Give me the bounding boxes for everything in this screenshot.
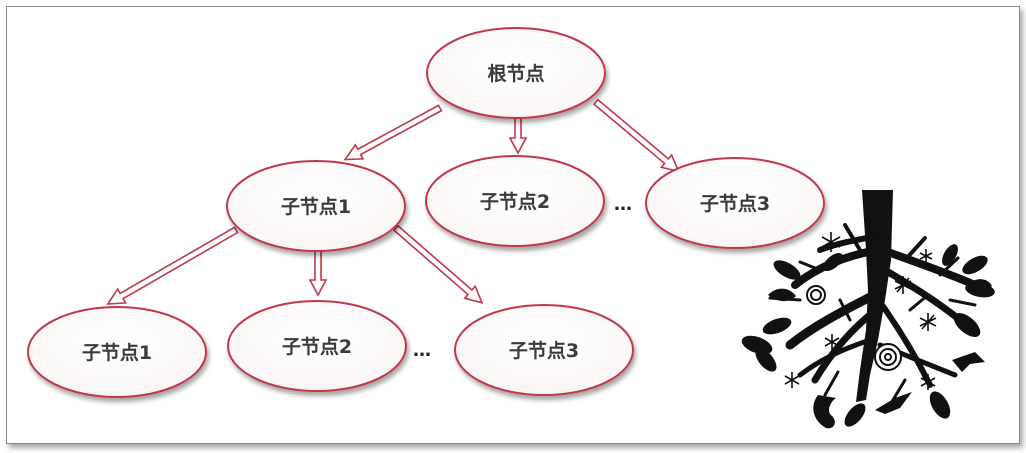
- node-grandchild2-label: 子节点2: [282, 336, 352, 358]
- node-child2: [425, 155, 605, 247]
- node-child3: [645, 157, 825, 249]
- arrow-child1-to-grandchild3: [392, 224, 484, 304]
- ellipsis-level2: …: [413, 340, 431, 361]
- arrow-root-to-child1: [343, 104, 443, 161]
- node-grandchild1-label: 子节点1: [82, 342, 152, 364]
- arrow-root-to-child3: [592, 98, 681, 173]
- arrows: [106, 98, 681, 305]
- node-child1-label: 子节点1: [281, 196, 351, 218]
- node-grandchild3-label: 子节点3: [509, 340, 579, 362]
- arrow-child1-to-grandchild1: [106, 226, 239, 305]
- node-grandchild1: [27, 306, 207, 398]
- node-grandchild2: [227, 300, 407, 392]
- node-child2-label: 子节点2: [480, 191, 550, 213]
- node-root-label: 根节点: [487, 62, 544, 85]
- tree-roots-illustration-icon: [741, 190, 995, 429]
- arrow-root-to-child2: [508, 117, 528, 155]
- arrow-child1-to-grandchild2: [308, 249, 328, 297]
- ellipsis-level1: …: [614, 194, 632, 215]
- node-root: [426, 27, 606, 119]
- node-grandchild3: [454, 304, 634, 396]
- node-child1: [226, 160, 406, 252]
- node-child3-label: 子节点3: [700, 193, 770, 215]
